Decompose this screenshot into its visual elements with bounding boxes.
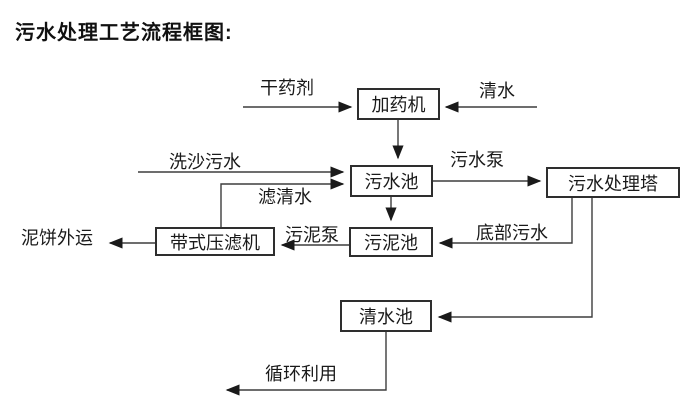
node-sewage-pool: 污水池 [350,165,433,197]
edge-tower-to-clean-pool [437,198,593,323]
edge-label-sand-washing-sewage: 洗沙污水 [169,152,241,172]
edge-label-mud-cake-out: 泥饼外运 [21,228,93,248]
node-dosing-machine: 加药机 [357,88,440,120]
edge-label-sewage-pump: 污水泵 [450,150,504,170]
edge-label-filtered-water: 滤清水 [258,187,312,207]
node-belt-filter-press: 带式压滤机 [155,227,275,256]
edge-bottom-sewage-to-sludge-pool [438,198,573,249]
edge-label-sludge-pump: 污泥泵 [285,225,339,245]
edge-label-bottom-sewage: 底部污水 [476,223,548,243]
edge-label-clean-water: 清水 [479,81,515,101]
edge-label-dry-agent: 干药剂 [260,78,314,98]
node-clean-water-pool: 清水池 [340,300,432,332]
edge-clean-pool-to-recycle [225,332,387,396]
node-sludge-pool: 污泥池 [349,227,433,257]
node-sewage-treatment-tower: 污水处理塔 [546,167,680,198]
edge-label-recycle-use: 循环利用 [265,364,337,384]
edge-filtered-water-to-sewage-pool [220,178,345,227]
page-title: 污水处理工艺流程框图: [15,22,233,44]
